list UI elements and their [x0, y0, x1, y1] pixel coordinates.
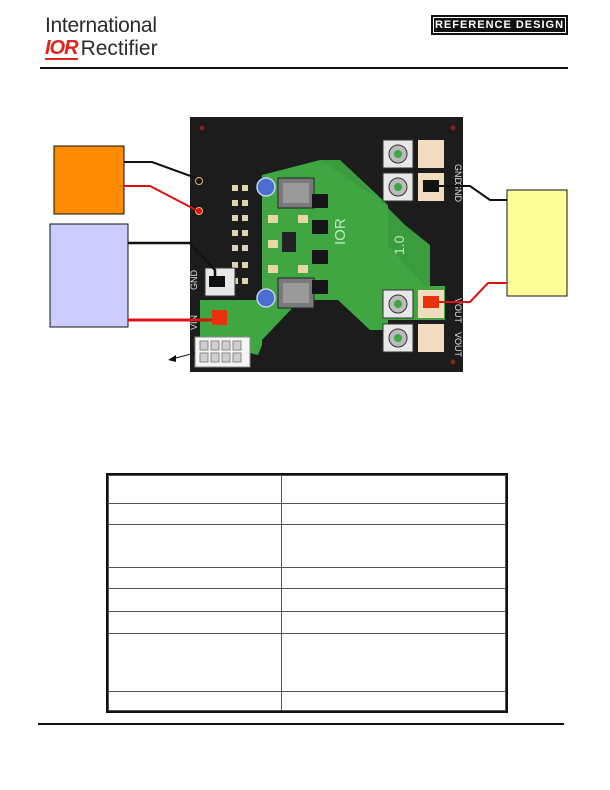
red-clip-out [423, 296, 439, 308]
table-cell [281, 588, 506, 612]
brand-name-rectifier: Rectifier [80, 37, 158, 60]
silkscreen-logo: IOR [332, 218, 349, 245]
test-point-red [195, 207, 203, 215]
table-cell [281, 690, 506, 712]
table-cell [281, 502, 506, 526]
lavender-callout-box [49, 223, 129, 328]
silkscreen-gnd-mid: GND [453, 182, 463, 203]
table-cell [108, 610, 282, 635]
brand-logo: IOR Rectifier [45, 37, 158, 61]
red-clip [212, 310, 227, 325]
black-clip-out [423, 180, 439, 192]
table-cell [108, 588, 282, 612]
silkscreen-vout-mid: VOUT [453, 298, 463, 324]
footer-rule [38, 723, 564, 725]
specification-table [106, 473, 508, 713]
power-connector [194, 336, 251, 368]
table-cell [281, 633, 506, 692]
table-row [108, 690, 506, 712]
board-figure: IOR 1.0 GND GND VOUT VOUT GND VIN [49, 117, 568, 372]
black-wire [124, 161, 197, 179]
table-cell [108, 633, 282, 692]
reference-design-badge: REFERENCE DESIGN [431, 15, 568, 35]
brand-mark-ior: IOR [45, 36, 79, 60]
table-cell [281, 610, 506, 635]
red-wire [124, 185, 197, 211]
red-wire-vout [438, 282, 507, 303]
silkscreen-rev: 1.0 [391, 235, 407, 255]
table-cell [281, 524, 506, 568]
spec-table-grid [108, 475, 506, 712]
table-row [108, 610, 506, 635]
table-cell [108, 475, 282, 504]
terminal-vout-mid [382, 289, 444, 319]
arrow-head-icon [168, 355, 176, 362]
terminal-vout-bottom [382, 323, 444, 353]
table-cell [281, 475, 506, 504]
silkscreen-vin: VIN [189, 315, 199, 330]
table-cell [108, 524, 282, 568]
brand-line-international: International [45, 14, 157, 37]
table-cell [108, 566, 282, 590]
yellow-callout-box [506, 189, 568, 297]
controller-ic [282, 232, 296, 252]
mounting-hole [199, 125, 205, 131]
black-clip [209, 276, 225, 287]
table-row [108, 475, 506, 504]
table-row [108, 524, 506, 568]
table-cell [281, 566, 506, 590]
table-row [108, 588, 506, 612]
black-wire-gnd-out [438, 185, 507, 201]
pin-pads [232, 185, 248, 284]
table-row [108, 566, 506, 590]
test-point-black [195, 177, 203, 185]
black-wire-gnd-in [128, 241, 217, 280]
table-cell [108, 690, 282, 712]
header-rule [40, 67, 568, 69]
table-row [108, 502, 506, 526]
silkscreen-gnd-top: GND [453, 164, 463, 185]
silkscreen-vout-bottom: VOUT [453, 332, 463, 358]
mosfets [312, 194, 328, 294]
silkscreen-gnd-in: GND [189, 270, 199, 291]
table-cell [108, 502, 282, 526]
mounting-hole [450, 125, 456, 131]
terminal-gnd-top [382, 139, 444, 169]
mounting-hole [450, 359, 456, 365]
orange-callout-box [53, 145, 125, 215]
table-row [108, 633, 506, 692]
capacitor [256, 177, 276, 197]
capacitor [256, 288, 276, 308]
